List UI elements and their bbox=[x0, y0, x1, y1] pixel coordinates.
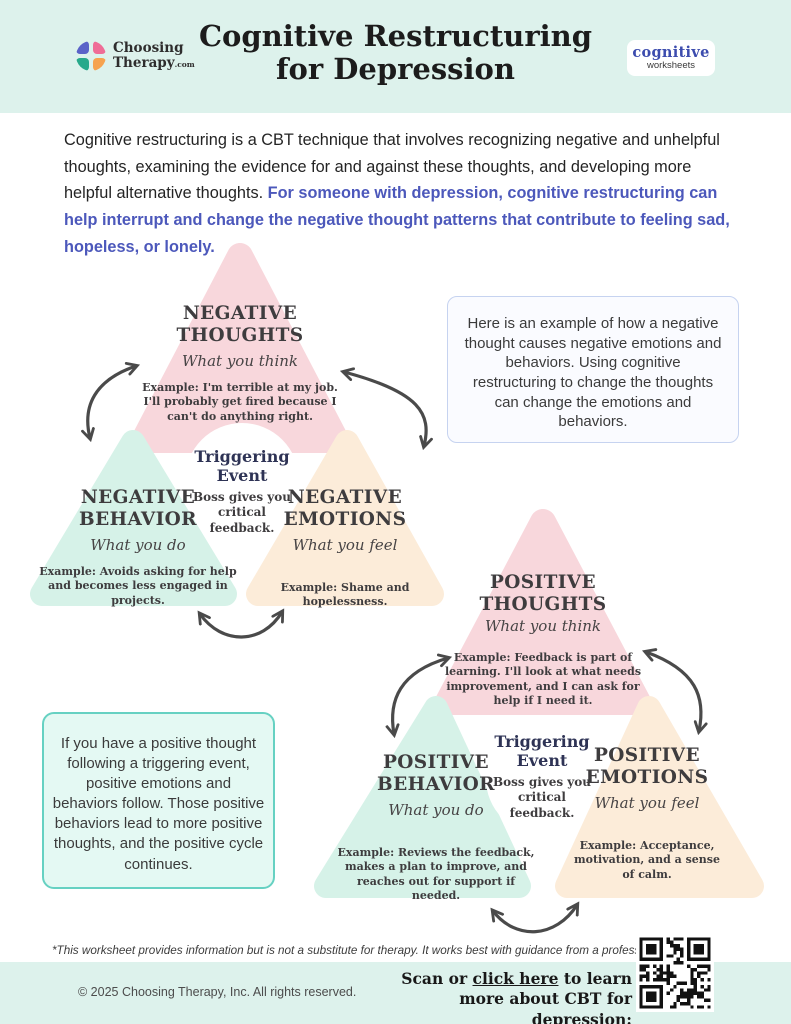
badge-label-top: cognitive bbox=[632, 44, 710, 61]
positive-trigger-block: Triggering Event Boss gives you critical… bbox=[489, 732, 595, 821]
positive-emotions-example: Example: Acceptance, motivation, and a s… bbox=[574, 838, 720, 881]
qr-code bbox=[636, 934, 714, 1012]
negative-behavior-title: NEGATIVE BEHAVIOR bbox=[79, 487, 197, 530]
positive-cycle-note: If you have a positive thought following… bbox=[42, 712, 275, 889]
negative-thoughts-subtitle: What you think bbox=[182, 351, 298, 370]
scan-cta-after: to learn more about CBT for depression: bbox=[459, 969, 632, 1024]
positive-behavior-title: POSITIVE BEHAVIOR bbox=[377, 752, 495, 795]
negative-thoughts-title: NEGATIVE THOUGHTS bbox=[176, 303, 304, 346]
badge-label-bottom: worksheets bbox=[646, 60, 696, 71]
page-title: Cognitive Restructuring for Depression bbox=[0, 19, 791, 87]
intro-paragraph: Cognitive restructuring is a CBT techniq… bbox=[64, 127, 730, 261]
logo-line1: Choosing bbox=[113, 40, 184, 57]
logo-suffix: .com bbox=[174, 60, 195, 69]
cognitive-worksheets-badge: cognitive worksheets bbox=[627, 40, 715, 76]
negative-emotions-subtitle: What you feel bbox=[292, 535, 398, 554]
negative-trigger-text: Boss gives you critical feedback. bbox=[192, 490, 292, 535]
negative-emotions-example: Example: Shame and hopelessness. bbox=[280, 580, 410, 609]
negative-cycle-arrow-left bbox=[81, 361, 141, 443]
negative-emotions-title: NEGATIVE EMOTIONS bbox=[283, 487, 407, 530]
positive-thoughts-block: POSITIVE THOUGHTS What you think Example… bbox=[445, 572, 641, 709]
negative-cycle-arrow-right bbox=[339, 367, 433, 451]
negative-thoughts-block: NEGATIVE THOUGHTS What you think Example… bbox=[142, 303, 338, 424]
logo-line2: Therapy bbox=[113, 55, 175, 71]
scan-cta: Scan or click here to learn more about C… bbox=[378, 969, 632, 1024]
negative-behavior-example: Example: Avoids asking for help and beco… bbox=[39, 564, 237, 607]
page-title-line2: for Depression bbox=[276, 52, 515, 87]
negative-example-note: Here is an example of how a negative tho… bbox=[447, 296, 739, 443]
click-here-link[interactable]: click here bbox=[472, 969, 559, 988]
positive-thoughts-example: Example: Feedback is part of learning. I… bbox=[444, 650, 642, 708]
negative-cycle-arrow-bottom bbox=[197, 608, 285, 639]
choosing-therapy-logo-icon bbox=[76, 41, 106, 71]
positive-thoughts-subtitle: What you think bbox=[485, 616, 601, 635]
positive-cycle-arrow-bottom bbox=[490, 901, 580, 934]
logo-wordmark: Choosing Therapy.com bbox=[113, 41, 195, 70]
positive-cycle-arrow-right bbox=[642, 648, 708, 736]
copyright-text: © 2025 Choosing Therapy, Inc. All rights… bbox=[78, 985, 357, 999]
intro-text-black: Cognitive restructuring is a CBT techniq… bbox=[64, 131, 720, 203]
positive-thoughts-title: POSITIVE THOUGHTS bbox=[479, 572, 607, 615]
positive-emotions-subtitle: What you feel bbox=[594, 793, 700, 812]
intro-text-highlighted: For someone with depression, cognitive r… bbox=[64, 184, 730, 256]
positive-emotions-title: POSITIVE EMOTIONS bbox=[585, 745, 709, 788]
negative-trigger-block: Triggering Event Boss gives you critical… bbox=[189, 447, 295, 536]
scan-cta-before: Scan or bbox=[401, 969, 473, 988]
negative-trigger-title: Triggering Event bbox=[194, 447, 290, 485]
negative-behavior-block: NEGATIVE BEHAVIOR What you do Example: A… bbox=[39, 487, 236, 608]
positive-trigger-title: Triggering Event bbox=[494, 732, 590, 770]
negative-behavior-subtitle: What you do bbox=[90, 535, 186, 554]
positive-trigger-text: Boss gives you critical feedback. bbox=[492, 775, 592, 820]
qr-code-image bbox=[639, 937, 711, 1009]
disclaimer-text: *This worksheet provides information but… bbox=[52, 944, 669, 957]
positive-behavior-block: POSITIVE BEHAVIOR What you do Example: R… bbox=[338, 752, 535, 904]
negative-thoughts-example: Example: I'm terrible at my job. I'll pr… bbox=[142, 380, 338, 423]
negative-emotions-block: NEGATIVE EMOTIONS What you feel Example:… bbox=[250, 487, 440, 610]
page-title-line1: Cognitive Restructuring bbox=[198, 19, 593, 53]
positive-behavior-subtitle: What you do bbox=[388, 800, 484, 819]
choosing-therapy-logo: Choosing Therapy.com bbox=[76, 41, 195, 71]
positive-emotions-block: POSITIVE EMOTIONS What you feel Example:… bbox=[552, 745, 742, 882]
positive-behavior-example: Example: Reviews the feedback, makes a p… bbox=[337, 845, 535, 903]
